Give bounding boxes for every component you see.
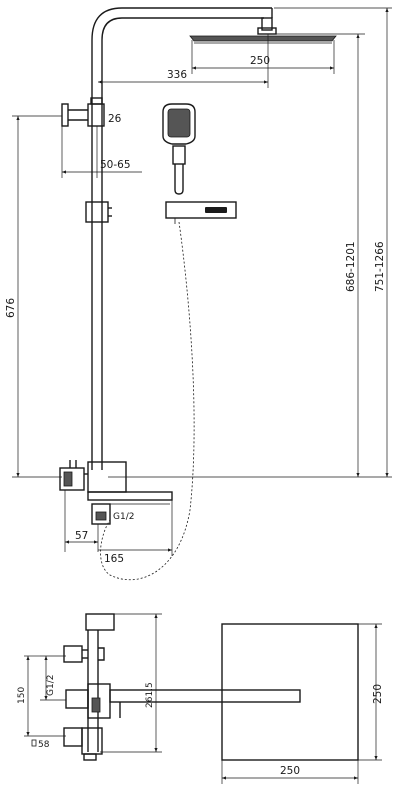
wall-bracket-top: 26 bbox=[61, 97, 122, 127]
dim-small-label: 58 bbox=[38, 740, 50, 750]
dim-center-label: 150 bbox=[17, 687, 27, 704]
dim-side-height: 261.5 bbox=[100, 613, 162, 753]
mixer-body: G1/2 bbox=[59, 460, 173, 525]
soap-shelf bbox=[165, 201, 237, 224]
dim-arm-reach-label: 336 bbox=[167, 69, 187, 81]
dim-side-center: 150 bbox=[17, 655, 66, 737]
head-plan-view: 250 250 bbox=[221, 623, 384, 784]
inlet-label-side: G1/2 bbox=[46, 675, 56, 696]
front-elevation: 250 336 26 50-65 bbox=[5, 7, 392, 581]
dim-side-inlet: G1/2 bbox=[40, 655, 66, 701]
dim-bracket-range-label: 50-65 bbox=[100, 159, 131, 171]
riser-pipe bbox=[91, 7, 273, 470]
dim-head-width: 250 bbox=[191, 40, 335, 74]
dim-plate-width-label: 250 bbox=[280, 765, 300, 777]
hand-shower bbox=[162, 103, 196, 195]
side-view: G1/2 150 58 261.5 bbox=[17, 613, 301, 761]
dim-range-b: 751-1266 bbox=[274, 7, 392, 477]
shower-hose bbox=[100, 221, 195, 581]
dim-bar-height: 676 bbox=[5, 115, 62, 478]
dim-bar-height-label: 676 bbox=[5, 298, 17, 318]
dim-range-b-label: 751-1266 bbox=[374, 241, 386, 292]
dim-plate-height-label: 250 bbox=[372, 684, 384, 704]
dim-range-a-label: 686-1201 bbox=[345, 241, 357, 292]
dim-arm-reach: 336 bbox=[98, 34, 269, 88]
dim-height-label: 261.5 bbox=[145, 682, 155, 708]
dim-spout: 57 165 bbox=[64, 490, 173, 565]
dim-spout-b-label: 165 bbox=[104, 553, 124, 565]
rain-shower-head bbox=[189, 17, 337, 44]
dim-wall-clearance-label: 26 bbox=[108, 113, 122, 125]
dim-range-a: 686-1201 bbox=[108, 33, 392, 478]
dim-side-small: 58 bbox=[31, 739, 50, 750]
slide-holder bbox=[85, 201, 112, 223]
inlet-label-front: G1/2 bbox=[113, 512, 134, 522]
dim-spout-a-label: 57 bbox=[75, 530, 88, 542]
dim-bracket-range: 50-65 bbox=[61, 126, 142, 178]
dim-head-width-label: 250 bbox=[250, 55, 270, 67]
